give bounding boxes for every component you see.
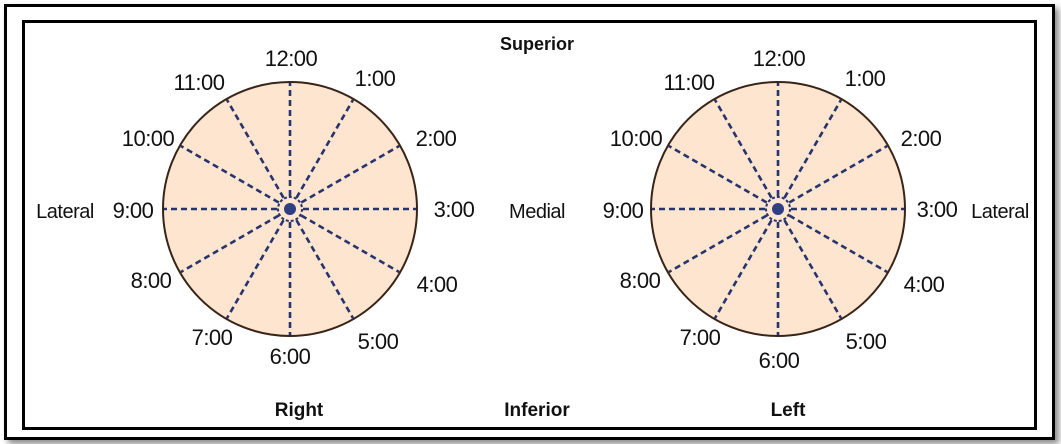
right-lateral-label: Lateral xyxy=(36,201,94,223)
right-hour-6: 6:00 xyxy=(270,344,311,369)
right-spoke-4 xyxy=(300,214,400,274)
left-spoke-5 xyxy=(783,219,843,319)
right-hour-4: 4:00 xyxy=(417,272,458,297)
right-hour-5: 5:00 xyxy=(358,329,399,354)
left-hour-9: 9:00 xyxy=(603,198,644,223)
left-center-dot xyxy=(772,203,784,215)
right-spoke-5 xyxy=(295,219,355,319)
right-spoke-2 xyxy=(300,144,400,204)
left-hour-6: 6:00 xyxy=(759,348,800,373)
inner-frame xyxy=(22,20,1037,430)
right-center-dot xyxy=(284,203,296,215)
left-hour-8: 8:00 xyxy=(620,268,661,293)
right-spoke-8 xyxy=(180,214,280,274)
left-eye-title: Left xyxy=(771,400,807,421)
right-spoke-11 xyxy=(225,99,285,199)
right-hour-8: 8:00 xyxy=(131,268,172,293)
left-spoke-10 xyxy=(668,144,768,204)
left-hour-1: 1:00 xyxy=(845,66,886,91)
right-hour-9: 9:00 xyxy=(113,198,154,223)
left-hour-3: 3:00 xyxy=(917,197,958,222)
right-spokes xyxy=(164,83,416,335)
left-spoke-2 xyxy=(788,144,888,204)
left-hour-5: 5:00 xyxy=(846,329,887,354)
left-spoke-1 xyxy=(783,99,843,199)
right-hour-3: 3:00 xyxy=(434,197,475,222)
left-hour-7: 7:00 xyxy=(680,325,721,350)
left-hour-11: 11:00 xyxy=(664,70,715,95)
superior-label: Superior xyxy=(500,34,574,54)
left-spoke-11 xyxy=(713,99,773,199)
left-hour-4: 4:00 xyxy=(904,272,945,297)
right-eye-clock: 12:00 1:00 2:00 3:00 4:00 5:00 6:00 7:00… xyxy=(36,46,475,421)
inferior-label: Inferior xyxy=(504,400,570,421)
right-spoke-10 xyxy=(180,144,280,204)
medial-label: Medial xyxy=(509,201,565,223)
right-hour-12: 12:00 xyxy=(265,46,318,71)
left-eye-clock: 12:00 1:00 2:00 3:00 4:00 5:00 6:00 7:00… xyxy=(603,46,1030,421)
left-hour-2: 2:00 xyxy=(901,126,942,151)
left-spoke-4 xyxy=(788,214,888,274)
left-spoke-7 xyxy=(713,219,773,319)
right-spoke-7 xyxy=(225,219,285,319)
right-eye-title: Right xyxy=(275,400,324,421)
left-spoke-8 xyxy=(668,214,768,274)
left-spokes xyxy=(652,83,904,335)
right-hour-2: 2:00 xyxy=(416,126,457,151)
right-spoke-1 xyxy=(295,99,355,199)
left-hour-10: 10:00 xyxy=(610,126,663,151)
left-lateral-label: Lateral xyxy=(971,201,1029,223)
right-hour-10: 10:00 xyxy=(122,126,175,151)
right-hour-7: 7:00 xyxy=(192,325,233,350)
right-hour-11: 11:00 xyxy=(174,70,225,95)
right-hour-1: 1:00 xyxy=(355,66,396,91)
left-hour-12: 12:00 xyxy=(753,46,806,71)
